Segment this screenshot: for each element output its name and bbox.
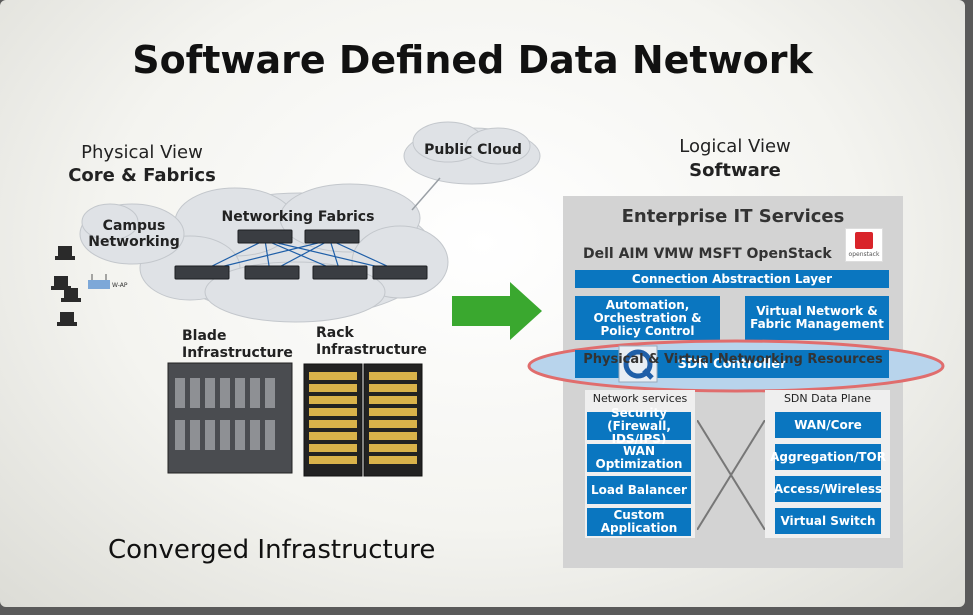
- openstack-icon: [855, 232, 873, 249]
- rack-infrastructure-icon: [303, 363, 423, 477]
- openstack-logo-text: openstack: [848, 251, 880, 258]
- virtual-network-box: Virtual Network & Fabric Management: [745, 296, 889, 340]
- arrow-right-icon: [452, 282, 542, 340]
- fabric-switches: [174, 229, 428, 280]
- sdn-controller-label: SDN Controller: [677, 356, 787, 372]
- sdn-data-plane-panel: SDN Data Plane WAN/Core Aggregation/TOR …: [765, 390, 890, 538]
- panel-title: Enterprise IT Services: [621, 206, 845, 227]
- cloud-link: [411, 177, 441, 211]
- wan-core-box: WAN/Core: [775, 412, 881, 438]
- openstack-logo: openstack: [845, 228, 883, 262]
- data-plane-header: SDN Data Plane: [783, 392, 872, 405]
- networking-fabrics-label: Networking Fabrics: [221, 209, 375, 225]
- campus-networking-label: Campus Networking: [88, 218, 180, 250]
- crossover-lines: [697, 420, 765, 530]
- wireless-ap-icon: [88, 274, 110, 289]
- wan-optimization-box: WAN Optimization: [587, 444, 691, 472]
- blade-infrastructure-icon: [167, 362, 293, 474]
- panel-footer: Physical & Virtual Networking Resources: [583, 352, 883, 367]
- slide: Software Defined Data Network Physical V…: [0, 0, 965, 607]
- physical-view-label: Physical View: [81, 142, 203, 163]
- network-services-panel: Network services Security (Firewall, IDS…: [585, 390, 695, 538]
- connection-abstraction-layer: Connection Abstraction Layer: [575, 270, 889, 288]
- network-services-header: Network services: [592, 392, 688, 405]
- access-wireless-box: Access/Wireless: [774, 476, 882, 502]
- security-box: Security (Firewall, IDS/IPS): [587, 406, 691, 445]
- rack-infrastructure-label: Rack Infrastructure: [316, 325, 427, 358]
- wap-label: W-AP: [112, 282, 128, 289]
- aggregation-tor-box: Aggregation/TOR: [770, 444, 886, 470]
- virtual-switch-box: Virtual Switch: [775, 508, 881, 534]
- converged-infrastructure-label: Converged Infrastructure: [108, 535, 436, 565]
- logical-view-label: Logical View: [679, 136, 791, 157]
- campus-cloud: [79, 203, 185, 265]
- vendors-label: Dell AIM VMW MSFT OpenStack: [583, 246, 832, 262]
- custom-application-box: Custom Application: [587, 508, 691, 536]
- client-devices-icon: [51, 246, 81, 326]
- public-cloud-label: Public Cloud: [424, 142, 522, 158]
- load-balancer-box: Load Balancer: [587, 476, 691, 504]
- automation-box: Automation, Orchestration & Policy Contr…: [575, 296, 720, 340]
- public-cloud: [403, 121, 541, 185]
- physical-view-subtitle: Core & Fabrics: [68, 165, 216, 186]
- blade-infrastructure-label: Blade Infrastructure: [182, 328, 293, 361]
- logical-view-subtitle: Software: [689, 160, 781, 181]
- physical-diagram: [51, 121, 542, 477]
- page-title: Software Defined Data Network: [132, 38, 813, 82]
- sdn-controller-icon: [618, 345, 658, 383]
